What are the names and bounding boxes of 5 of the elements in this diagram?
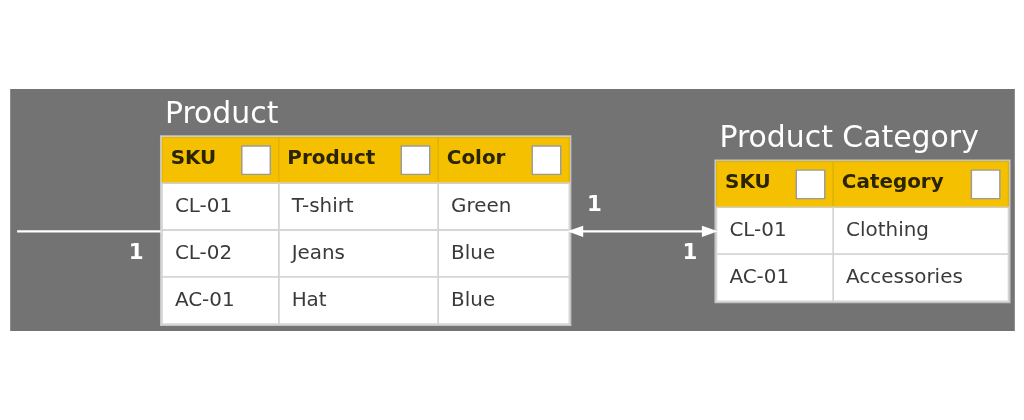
node-label: 1 [681,239,697,265]
node-label: Product Category [718,119,979,155]
node-label: 1 [586,190,602,216]
node-label: Product [164,94,278,130]
node-label: 1 [128,239,144,265]
